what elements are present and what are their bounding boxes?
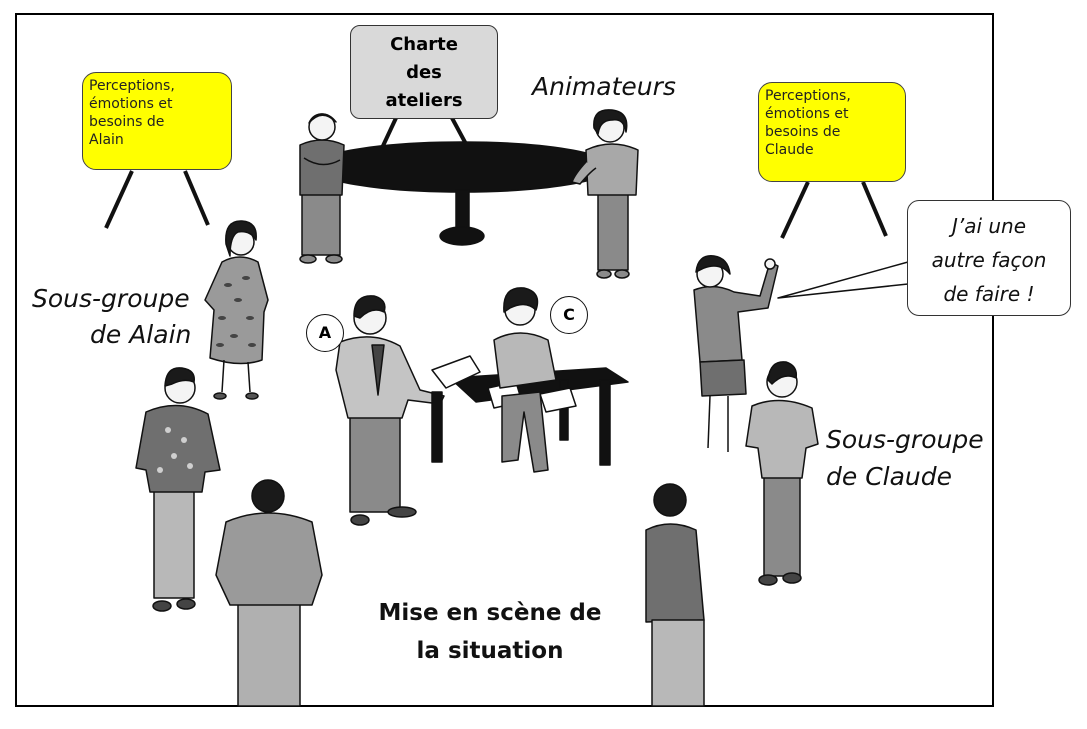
desk <box>431 355 629 466</box>
speech-bubble-tail <box>777 261 909 299</box>
person-a <box>335 295 445 526</box>
note-post-alain-left <box>104 170 134 229</box>
facilitator-woman <box>571 109 639 279</box>
scene-title: Mise en scène de la situation <box>378 600 602 664</box>
subgroup-claude-label-line1: Sous-groupe <box>826 425 984 454</box>
subgroup-alain-label-line1: Sous-groupe <box>32 284 190 313</box>
note-post-alain-right <box>183 170 210 226</box>
subgroup-claude-woman <box>693 255 779 452</box>
note-post-claude-left <box>780 181 810 239</box>
note-claude: Perceptions, émotions et besoins de Clau… <box>758 82 906 182</box>
subgroup-alain-woman <box>204 220 269 400</box>
subgroup-alain-label-line2: de Alain <box>90 320 192 349</box>
person-c <box>493 287 557 473</box>
charter-post-left <box>380 117 398 149</box>
charter-post-right <box>450 117 468 145</box>
note-post-claude-right <box>861 181 888 237</box>
scene-frame <box>15 13 994 707</box>
subgroup-alain-man <box>135 367 221 612</box>
charter-sign: Charte des ateliers <box>350 25 498 119</box>
foreground-man-back <box>215 479 323 707</box>
subgroup-claude-man <box>745 361 819 586</box>
round-table <box>311 141 613 246</box>
marker-a: A <box>306 314 344 352</box>
facilitator-man <box>299 113 345 264</box>
note-alain: Perceptions, émotions et besoins de Alai… <box>82 72 232 170</box>
speech-bubble: J’ai une autre façon de faire ! <box>907 200 1071 316</box>
foreground-woman-back <box>645 483 705 707</box>
facilitators-label: Animateurs <box>532 72 676 101</box>
marker-c: C <box>550 296 588 334</box>
subgroup-claude-label-line2: de Claude <box>826 462 953 491</box>
